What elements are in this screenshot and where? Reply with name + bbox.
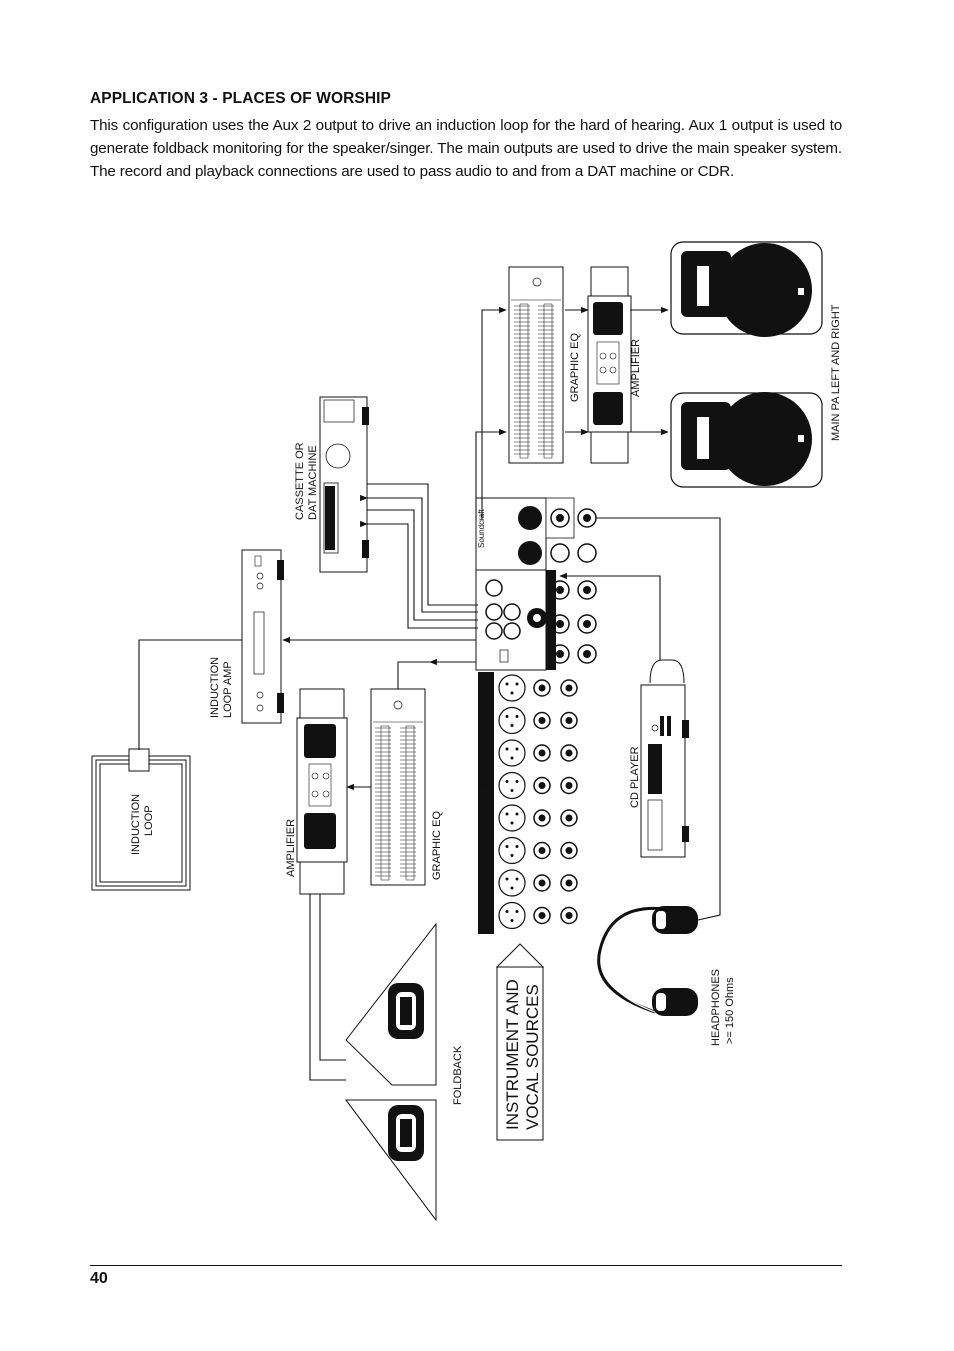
amplifier-bottom [296,688,348,895]
channel-number: 9 [482,783,488,787]
channel-number: 7 [482,848,488,852]
mixer-brand: Soundcraft [477,509,486,548]
induction-loop-label-line1: INDUCTION [130,794,142,855]
graphic-eq-top [508,266,564,464]
channel-number: 12 [482,684,488,691]
graphic-eq-bottom-label: GRAPHIC EQ [431,810,443,880]
channel-number: 10 [482,749,488,756]
headphones [597,906,698,1016]
cables [138,306,721,1081]
section-intro-paragraph: This configuration uses the Aux 2 output… [90,117,842,180]
foldback-wedge-top [345,922,437,1086]
sources-arrow [495,943,545,1141]
graphic-eq-bottom [370,688,426,886]
main-pa-label: MAIN PA LEFT AND RIGHT [830,304,842,441]
sources-label-line1: INSTRUMENT AND [503,979,522,1130]
main-pa-speaker-bottom [670,392,823,488]
headphones-label-line2: >= 150 Ohms [724,977,736,1044]
channel-number: 11 [482,717,488,724]
mixer-console: 12 11 10 9 8 7 6 5 Soundcraft [475,497,597,934]
main-pa-speaker-top [670,241,823,337]
cd-player-label: CD PLAYER [629,746,641,808]
induction-amp-label-line2: LOOP AMP [222,661,234,718]
cassette-dat-machine [319,396,369,573]
channel-number: 6 [482,881,488,885]
headphones-label-line1: HEADPHONES [710,969,722,1046]
induction-loop-amp [241,549,284,724]
cd-player [640,659,689,858]
induction-loop-label-line2: LOOP [143,805,155,836]
foldback-wedge-bottom [345,1099,437,1222]
sources-label-line2: VOCAL SOURCES [523,984,542,1130]
induction-amp-label-line1: INDUCTION [209,657,221,718]
amplifier-top-label: AMPLIFIER [630,339,642,397]
footer-rule [90,1265,842,1266]
foldback-label: FOLDBACK [452,1045,464,1105]
amplifier-bottom-label: AMPLIFIER [285,819,297,877]
amplifier-top [587,266,632,464]
graphic-eq-top-label: GRAPHIC EQ [569,332,581,402]
channel-number: 5 [482,913,488,917]
channel-number: 8 [482,816,488,820]
page-number: 40 [90,1270,108,1287]
cassette-label-line2: DAT MACHINE [307,445,319,520]
section-heading: APPLICATION 3 - PLACES OF WORSHIP [90,90,391,107]
cassette-label-line1: CASSETTE OR [294,442,306,520]
